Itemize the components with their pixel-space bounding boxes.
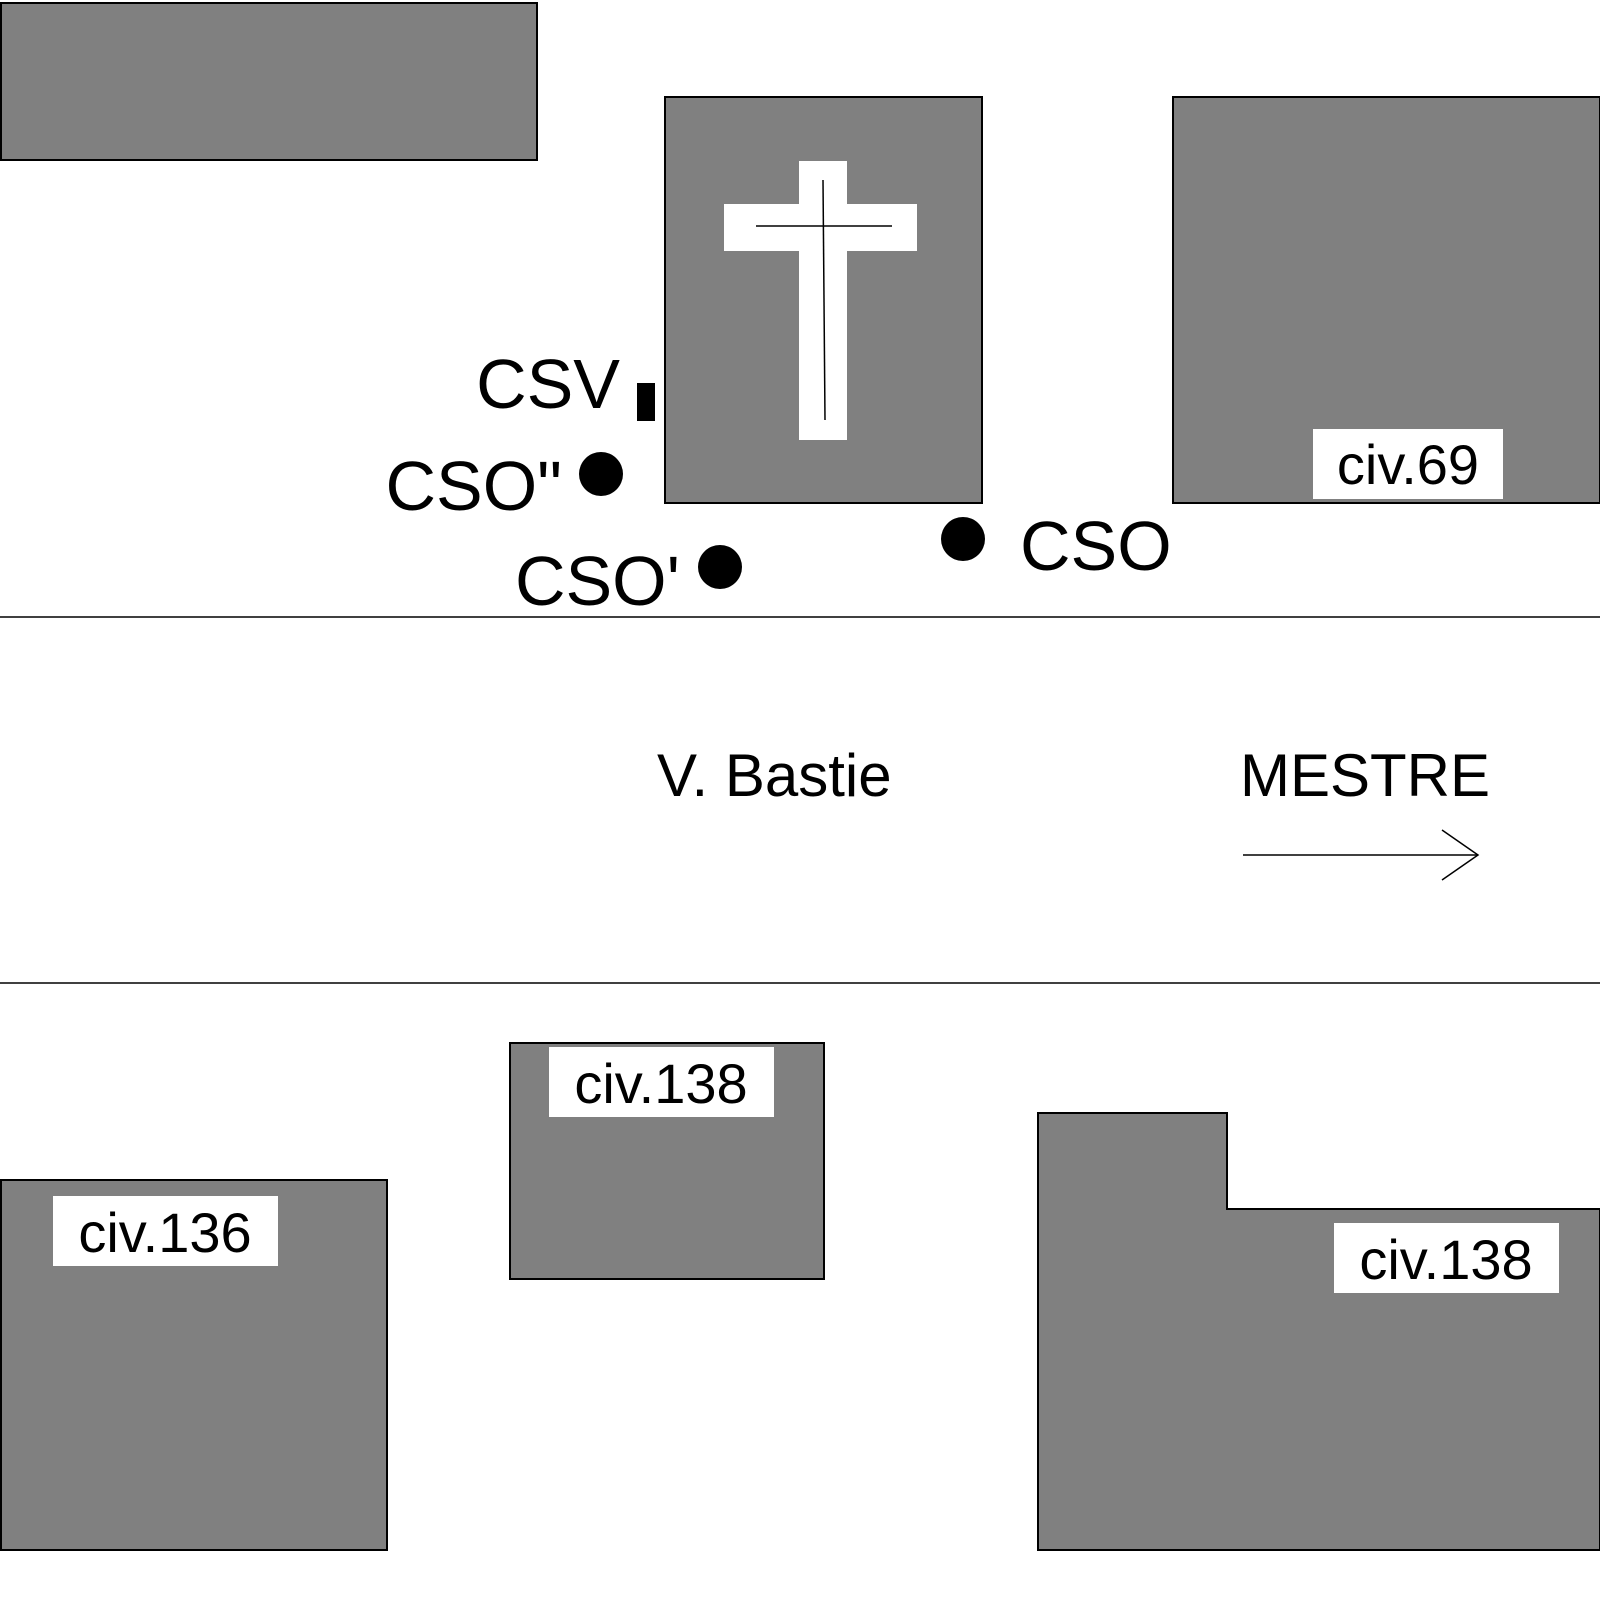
building-church xyxy=(664,96,983,504)
point-label-cso2: CSO" xyxy=(385,447,562,525)
cso1-marker xyxy=(698,545,742,589)
building-label-civ138-middle: civ.138 xyxy=(574,1052,747,1115)
cross-icon xyxy=(724,161,917,440)
building-label-civ136: civ.136 xyxy=(78,1201,251,1264)
cso2-marker xyxy=(579,452,623,496)
building-label-civ69: civ.69 xyxy=(1337,433,1479,496)
cso-marker xyxy=(941,517,985,561)
building-top-left xyxy=(0,2,538,161)
direction-label: MESTRE xyxy=(1240,742,1490,809)
building-civ138-middle: civ.138 xyxy=(509,1042,825,1280)
arrow-right-icon xyxy=(1243,829,1480,881)
building-civ136: civ.136 xyxy=(0,1179,388,1551)
point-label-csv: CSV xyxy=(476,345,620,423)
point-label-cso: CSO xyxy=(1020,507,1172,585)
building-civ69: civ.69 xyxy=(1172,96,1600,504)
csv-marker xyxy=(637,383,655,421)
point-label-cso1: CSO' xyxy=(515,542,680,620)
building-civ138-right: civ.138 xyxy=(1037,1112,1600,1551)
street-name: V. Bastie xyxy=(657,742,892,809)
building-label-civ138-right: civ.138 xyxy=(1359,1228,1532,1291)
